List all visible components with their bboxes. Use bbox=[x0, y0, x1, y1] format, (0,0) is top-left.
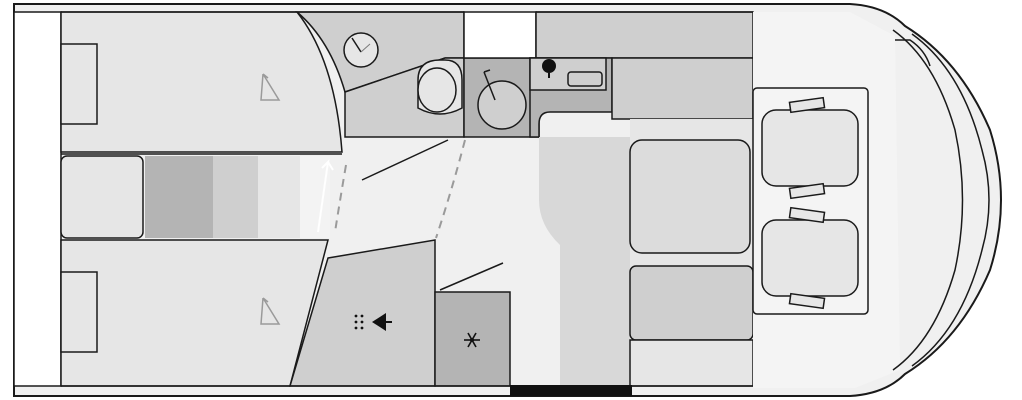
bed-top-pillow bbox=[60, 43, 98, 125]
dinette-seat-base bbox=[629, 339, 754, 387]
step-light bbox=[258, 156, 300, 238]
step-mid bbox=[213, 156, 258, 238]
entrance-door[interactable] bbox=[510, 385, 632, 396]
cab-window-line bbox=[895, 39, 931, 67]
inner-wall-line bbox=[61, 11, 753, 387]
kitchen-top-cabinet bbox=[535, 11, 754, 59]
step-arrow-icon bbox=[317, 159, 334, 233]
bath-door-arc bbox=[334, 164, 347, 233]
front-line bbox=[911, 33, 990, 367]
bed-bottom-pillow bbox=[60, 271, 98, 353]
snowflake-icon bbox=[464, 332, 480, 348]
bed-left-bottom bbox=[60, 239, 329, 387]
bathroom-door-opening bbox=[463, 11, 537, 59]
kitchen-side-cabinet bbox=[611, 57, 754, 120]
aisle-floor bbox=[539, 137, 630, 386]
windscreen bbox=[892, 29, 964, 371]
toilet-icon bbox=[417, 59, 463, 115]
fridge-door-swing bbox=[439, 262, 504, 291]
hanger-icon bbox=[260, 297, 281, 325]
passenger-seat bbox=[761, 206, 859, 310]
step-lightest bbox=[300, 156, 330, 238]
rear-wall-strip bbox=[13, 11, 62, 387]
step-dark bbox=[145, 156, 213, 238]
driver-seat bbox=[761, 96, 859, 200]
bath-door-arc-2 bbox=[435, 139, 466, 239]
dinette-table bbox=[629, 139, 751, 254]
kitchen-sink-icon bbox=[529, 57, 607, 91]
bed-middle-cushion bbox=[60, 155, 144, 239]
bed-left-top bbox=[60, 11, 343, 153]
bath-door-swing bbox=[361, 139, 449, 181]
heater-outlet-icon bbox=[354, 313, 392, 331]
hanger-icon bbox=[260, 73, 281, 101]
sink-icon bbox=[343, 32, 379, 68]
dinette-seat bbox=[629, 265, 754, 341]
shower-drain-icon bbox=[477, 69, 527, 130]
